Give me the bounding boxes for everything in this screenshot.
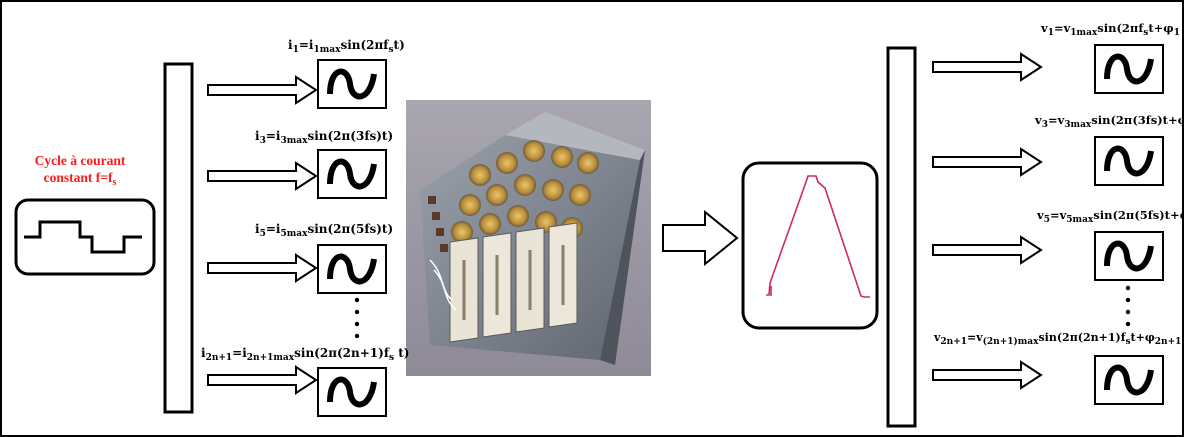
formula-text: sin(2π(2n+1)f: [294, 346, 389, 360]
formula-text: sin(2π(2n+1)f: [1038, 331, 1126, 344]
formula-subscript: s: [389, 353, 395, 363]
sine-icon: [318, 245, 386, 293]
sine-icon: [318, 368, 386, 416]
formula-text: =i: [265, 129, 281, 143]
formula-subscript: 5max: [280, 229, 308, 239]
trapezoid-waveform-panel: [741, 161, 879, 330]
formula-subscript: 1max: [1070, 28, 1098, 38]
source-label-line1: Cycle à courant: [34, 153, 126, 168]
formula-subscript: s: [1125, 337, 1131, 347]
formula-text: sin(2π(3fs)t+φ: [1091, 113, 1184, 127]
formula-text: sin(2π(3fs)t): [307, 129, 394, 143]
source-label-sub: s: [112, 177, 117, 188]
source-label: Cycle à courant constant f=fs: [18, 152, 142, 188]
formula-text: =v: [1047, 113, 1065, 127]
formula-subscript: 3max: [280, 136, 308, 146]
square-wave-icon: [24, 220, 142, 254]
formula-subscript: 3max: [1064, 120, 1092, 130]
formula-text: sin(2π(5fs)t): [307, 222, 394, 236]
formula-subscript: 5: [259, 229, 266, 239]
current-decomposition-bar: [163, 62, 194, 414]
source-label-line2: constant f=f: [43, 170, 113, 185]
formula-subscript: 1: [1173, 28, 1180, 38]
voltage-formula: v1=v1maxsin(2πfst+φ1: [1041, 21, 1180, 38]
formula-text: =v: [1053, 21, 1071, 35]
formula-text: =v: [967, 331, 983, 344]
formula-text: v: [1035, 113, 1042, 127]
formula-subscript: 1: [1047, 28, 1054, 38]
formula-subscript: s: [388, 45, 394, 55]
sine-icon: [318, 60, 386, 108]
formula-text: i: [201, 346, 206, 360]
current-formula: i1=i1maxsin(2πfst): [288, 38, 405, 55]
formula-subscript: s: [1143, 28, 1149, 38]
current-formula: i5=i5maxsin(2π(5fs)t): [255, 222, 394, 239]
formula-subscript: 2n+1max: [246, 353, 295, 363]
formula-text: v: [934, 331, 941, 344]
formula-subscript: 3: [1041, 120, 1048, 130]
formula-text: =i: [232, 346, 247, 360]
output-arrow: [662, 209, 739, 267]
voltage-formula: v5=v5maxsin(2π(5fs)t+φ5): [1037, 208, 1184, 225]
sine-icon: [1095, 356, 1163, 404]
formula-subscript: (2n+1)max: [982, 337, 1039, 347]
sine-icon: [1095, 137, 1163, 185]
sine-icon: [1095, 45, 1163, 93]
formula-subscript: 1max: [313, 45, 341, 55]
formula-text: i: [255, 222, 260, 236]
trapezoid-wave-icon: [766, 175, 870, 298]
formula-subscript: 2n+1: [940, 337, 968, 347]
sine-icon: [318, 150, 386, 198]
formula-subscript: 5: [1043, 215, 1050, 225]
formula-text: t): [394, 346, 410, 360]
formula-subscript: 2n+1: [205, 353, 233, 363]
formula-text: sin(2π(5fs)t+φ: [1093, 208, 1184, 222]
formula-subscript: 5max: [1066, 215, 1094, 225]
formula-subscript: 2n+1: [1154, 337, 1182, 347]
formula-text: sin(2πf: [340, 38, 389, 52]
formula-subscript: 3: [259, 136, 266, 146]
current-formula: i3=i3maxsin(2π(3fs)t): [255, 129, 394, 146]
formula-subscript: 1: [292, 45, 299, 55]
formula-text: v: [1037, 208, 1044, 222]
formula-text: i: [255, 129, 260, 143]
battery-pack-photo: [398, 91, 659, 385]
square-wave-source: [14, 198, 156, 276]
voltage-formula: v2n+1=v(2n+1)maxsin(2π(2n+1)fst+φ2n+1: [934, 331, 1182, 347]
formula-text: t): [393, 38, 405, 52]
formula-text: i: [288, 38, 293, 52]
voltage-formula: v3=v3maxsin(2π(3fs)t+φ3): [1035, 113, 1184, 130]
formula-text: t+φ: [1130, 331, 1155, 344]
formula-text: t+φ: [1148, 21, 1174, 35]
formula-text: =i: [265, 222, 281, 236]
formula-text: sin(2πf: [1097, 21, 1144, 35]
current-formula: i2n+1=i2n+1maxsin(2π(2n+1)fs t): [201, 346, 410, 363]
formula-text: =v: [1049, 208, 1067, 222]
ellipsis-dots-right: [1125, 285, 1131, 327]
sine-icon: [1095, 232, 1163, 280]
formula-text: =i: [298, 38, 314, 52]
voltage-decomposition-bar: [886, 46, 917, 428]
ellipsis-dots-left: [354, 297, 360, 339]
formula-text: v: [1041, 21, 1048, 35]
